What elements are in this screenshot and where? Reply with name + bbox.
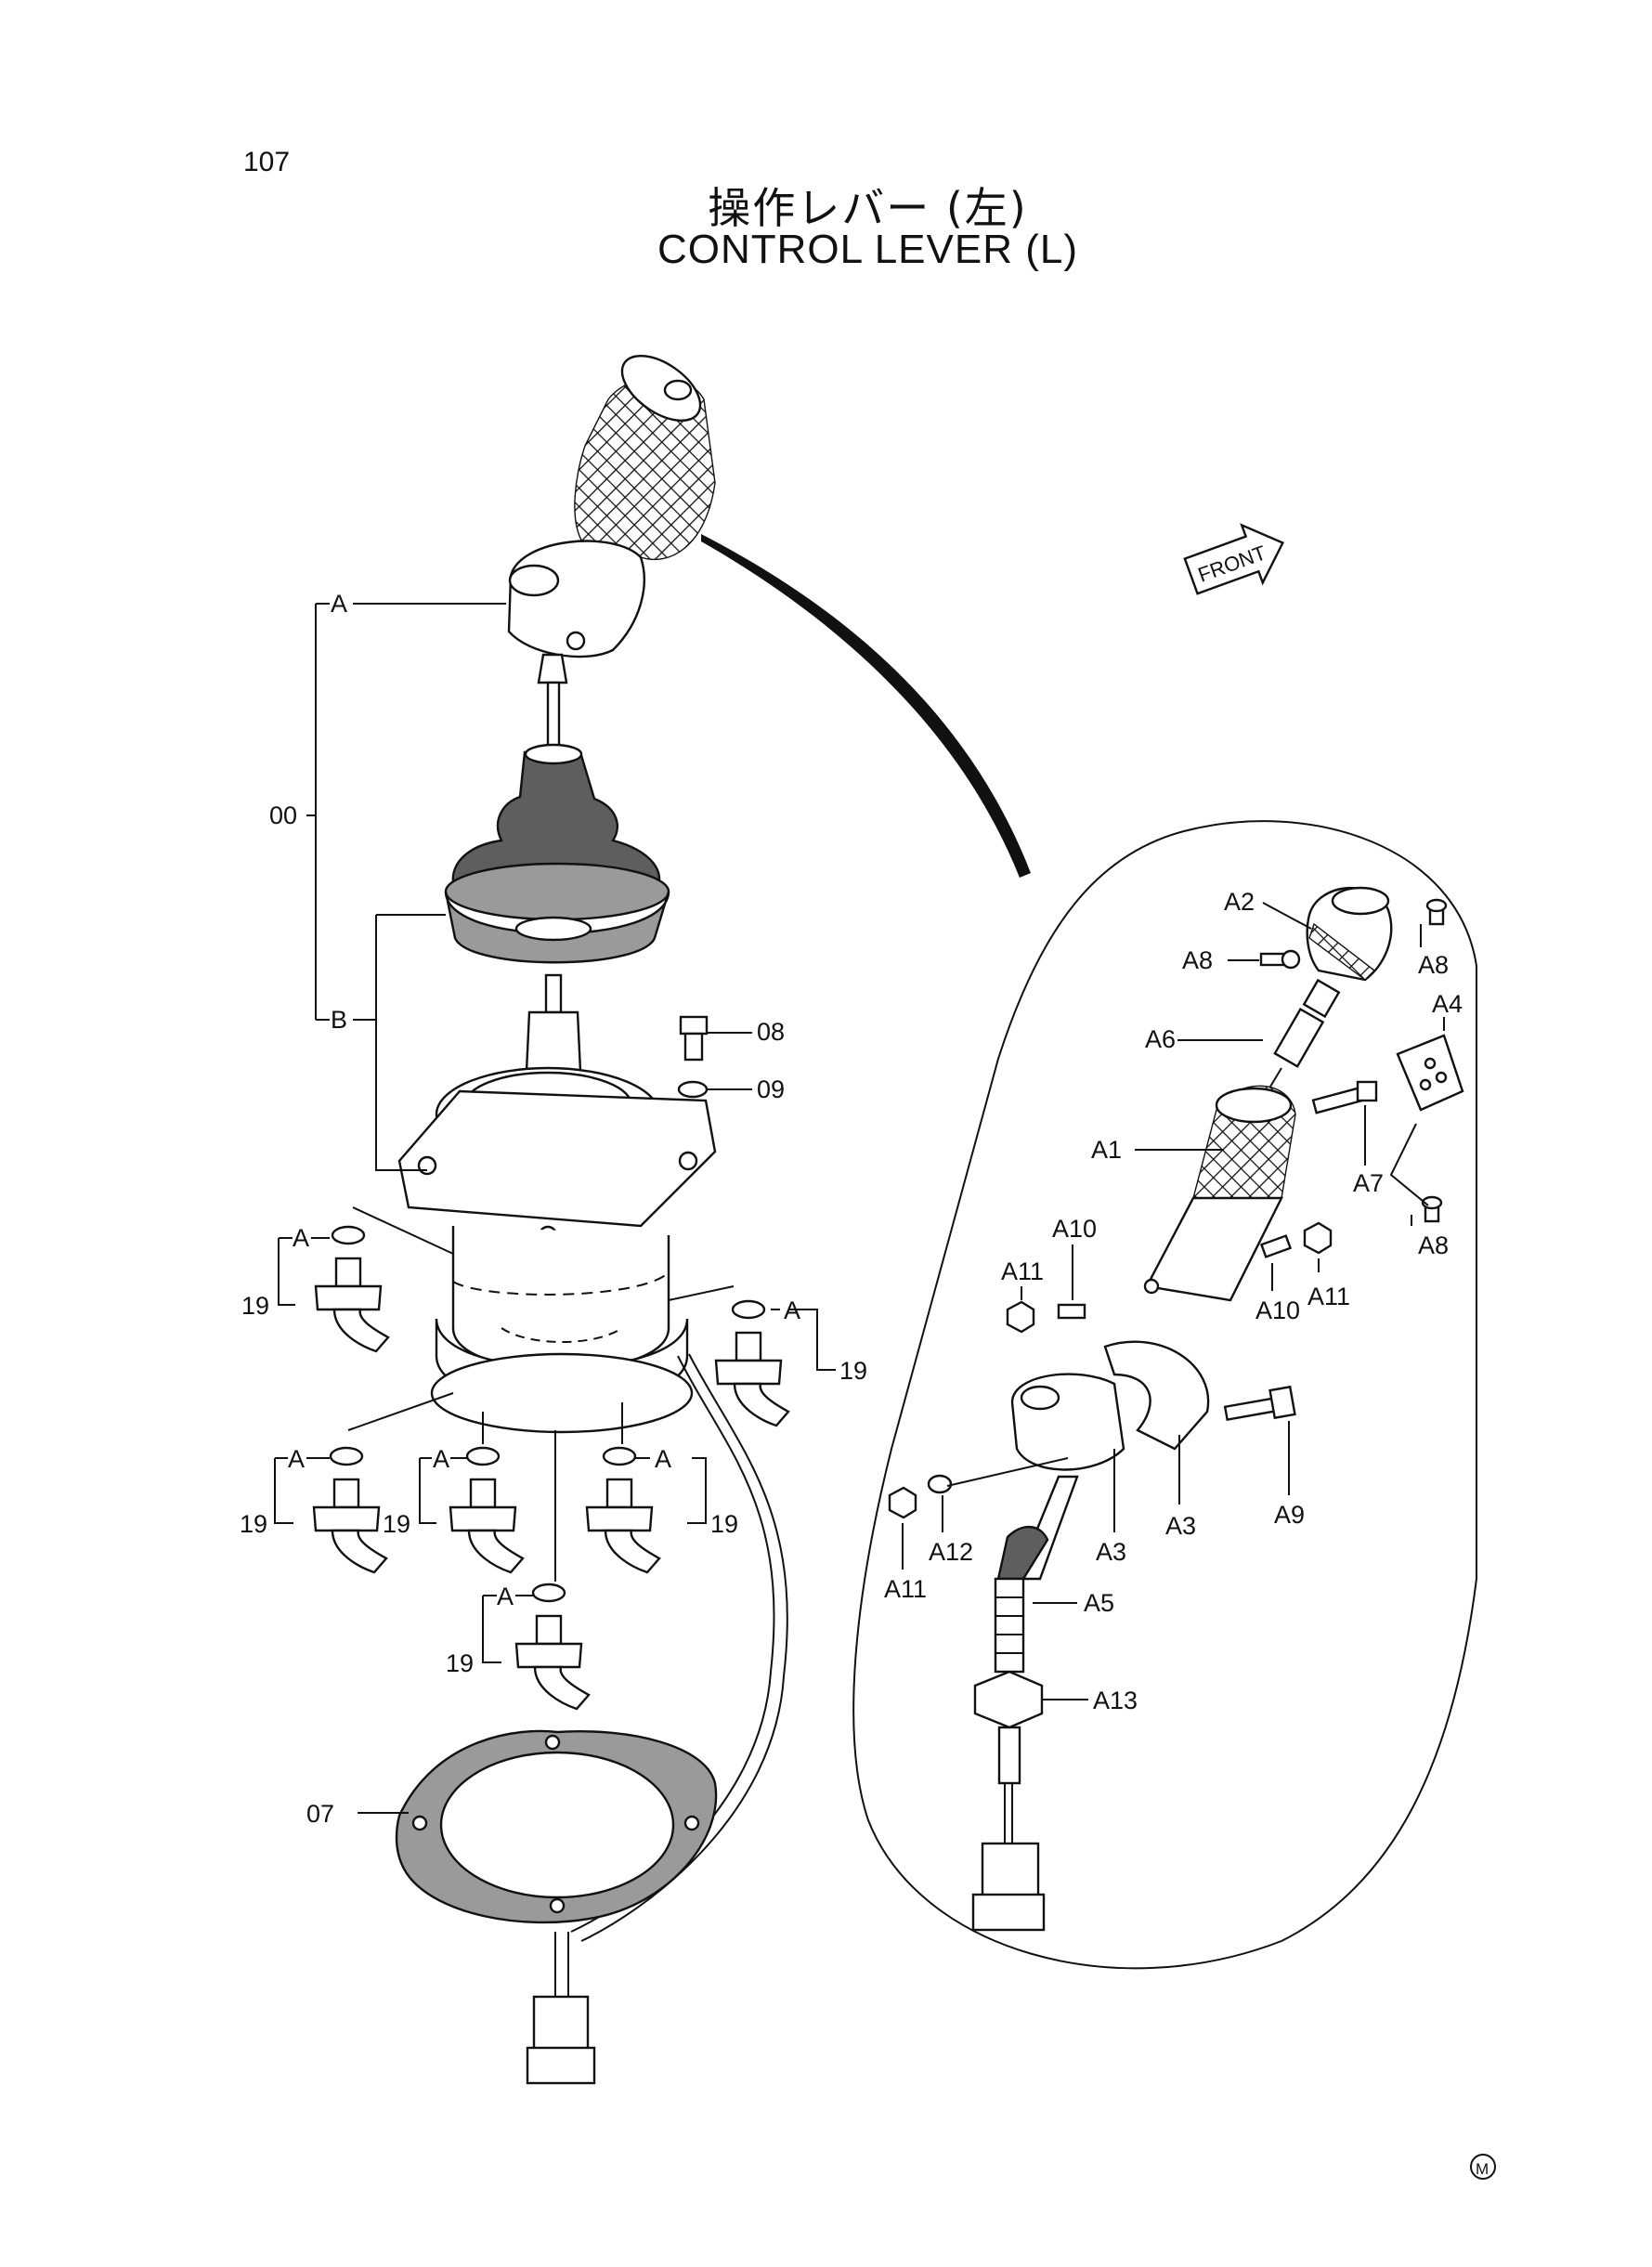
callout-a4: A4 bbox=[1432, 990, 1463, 1018]
grip-a1 bbox=[1143, 1085, 1296, 1302]
callout-a12: A12 bbox=[929, 1538, 973, 1566]
detail-connector bbox=[971, 1783, 1046, 1932]
joint-19-upper-left bbox=[314, 1225, 390, 1353]
washer-a12 bbox=[927, 1474, 953, 1494]
callout-a6: A6 bbox=[1145, 1025, 1176, 1053]
callout-19-bottom: 19 bbox=[446, 1649, 474, 1677]
nut-a11-left bbox=[1006, 1300, 1035, 1334]
callout-a-ring-4: A bbox=[433, 1445, 449, 1473]
joint-19-lower-right bbox=[585, 1446, 661, 1574]
callout-a3-right: A3 bbox=[1165, 1512, 1196, 1540]
callout-19-lower-mid: 19 bbox=[383, 1510, 410, 1538]
callout-a-ring-1: A bbox=[293, 1224, 309, 1252]
callout-a-ring-6: A bbox=[497, 1583, 514, 1610]
nut-a11-bottom bbox=[888, 1486, 917, 1519]
pad-a4 bbox=[1396, 1034, 1464, 1112]
nut-a11-right bbox=[1303, 1221, 1333, 1255]
callout-19-lower-left: 19 bbox=[240, 1510, 267, 1538]
detail-pointer-arc bbox=[701, 534, 1031, 878]
screw-a8-lower bbox=[1421, 1195, 1443, 1223]
page-number: 107 bbox=[243, 147, 291, 177]
setscrew-a10-left bbox=[1057, 1303, 1086, 1320]
callout-a5: A5 bbox=[1084, 1589, 1114, 1617]
callout-a8-top: A8 bbox=[1182, 946, 1213, 974]
joint-19-lower-mid bbox=[449, 1446, 525, 1574]
joint-19-bottom bbox=[514, 1583, 591, 1711]
screw-a8-top bbox=[1259, 949, 1301, 970]
clamp-a3 bbox=[1010, 1340, 1210, 1471]
detail-bubble-outline bbox=[852, 820, 1477, 1970]
callout-a-ring-5: A bbox=[655, 1445, 671, 1473]
callout-a-top: A bbox=[331, 590, 347, 618]
callout-07: 07 bbox=[306, 1800, 334, 1828]
callout-19-lower-right: 19 bbox=[710, 1510, 738, 1538]
lever-tube-a5 bbox=[994, 1475, 1079, 1674]
joint-19-lower-left bbox=[312, 1446, 388, 1574]
callout-a11-bottom: A11 bbox=[884, 1575, 927, 1603]
callout-a7: A7 bbox=[1353, 1169, 1384, 1197]
front-direction-marker: FRONT bbox=[1183, 523, 1285, 595]
detail-leader-lines bbox=[902, 902, 1445, 1700]
callout-a13: A13 bbox=[1093, 1687, 1138, 1714]
bolt-a9 bbox=[1223, 1385, 1296, 1421]
corner-circle-mark: M bbox=[1470, 2154, 1496, 2180]
callout-00: 00 bbox=[269, 801, 297, 829]
switch-a6 bbox=[1253, 978, 1341, 1115]
callout-a11-left: A11 bbox=[1001, 1257, 1044, 1285]
plug-a7 bbox=[1311, 1080, 1378, 1114]
callout-a1: A1 bbox=[1091, 1136, 1122, 1164]
setscrew-a10-right bbox=[1259, 1234, 1293, 1258]
callout-a10-left: A10 bbox=[1052, 1215, 1097, 1243]
main-leader-lines bbox=[274, 603, 836, 1814]
joint-19-right bbox=[714, 1299, 790, 1427]
callout-19-upper-left: 19 bbox=[241, 1292, 269, 1320]
callout-a10-right: A10 bbox=[1255, 1296, 1300, 1324]
gasket-07 bbox=[395, 1729, 718, 1924]
knob-a2 bbox=[1306, 886, 1393, 982]
title-english: CONTROL LEVER (L) bbox=[657, 227, 1078, 272]
callout-a2: A2 bbox=[1224, 888, 1255, 916]
screw-a8-right bbox=[1425, 898, 1448, 926]
callout-a8-right: A8 bbox=[1418, 951, 1449, 979]
lever-shaft-and-plate bbox=[397, 973, 717, 1434]
callout-19-right: 19 bbox=[839, 1357, 867, 1385]
title-japanese: 操作レバー (左) bbox=[708, 183, 1028, 233]
corner-mark-letter: M bbox=[1476, 2160, 1489, 2178]
lever-grip-assembly bbox=[507, 354, 716, 749]
callout-a-ring-3: A bbox=[288, 1445, 305, 1473]
callout-a-ring-2: A bbox=[784, 1296, 800, 1324]
callout-a9: A9 bbox=[1274, 1501, 1305, 1529]
nut-a13 bbox=[973, 1670, 1044, 1785]
callout-labels: A 00 B 08 09 A 19 A 19 A 19 A 19 A 19 A … bbox=[240, 590, 1463, 1828]
callout-a8-lower: A8 bbox=[1418, 1231, 1449, 1259]
callout-09: 09 bbox=[757, 1075, 785, 1103]
callout-b: B bbox=[331, 1006, 347, 1034]
washer-09 bbox=[677, 1080, 709, 1099]
bolt-08 bbox=[679, 1015, 709, 1062]
callout-08: 08 bbox=[757, 1018, 785, 1046]
callout-a11-right: A11 bbox=[1307, 1283, 1350, 1310]
callout-a3-left: A3 bbox=[1096, 1538, 1126, 1566]
rubber-boot bbox=[444, 743, 670, 964]
